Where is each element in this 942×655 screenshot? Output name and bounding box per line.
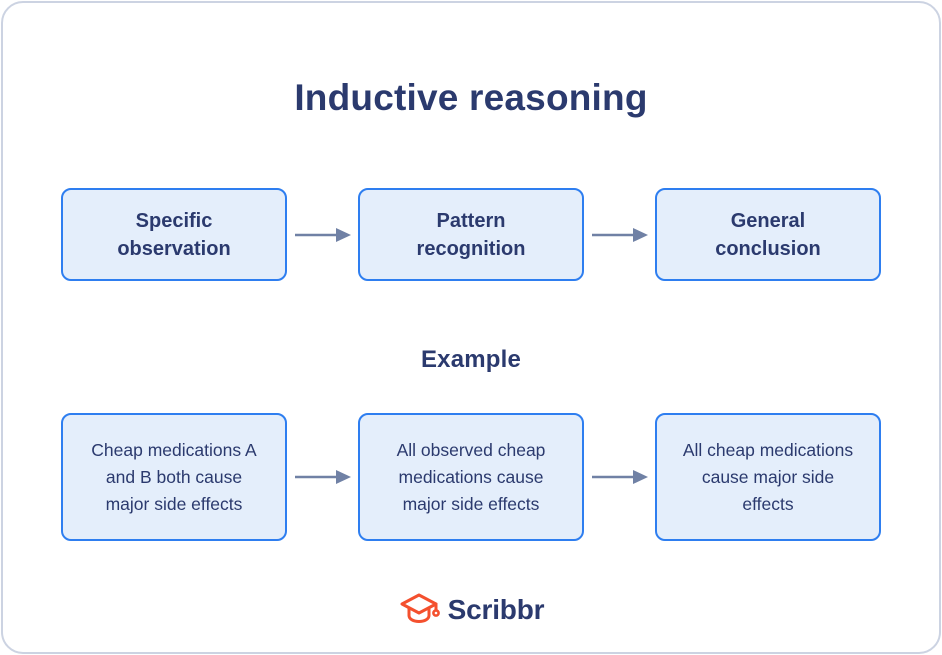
flow-step-pattern-recognition: Pattern recognition <box>358 188 584 281</box>
brand-name: Scribbr <box>447 594 545 625</box>
flow-step-label: Specific observation <box>117 209 231 260</box>
flow-step-label: Pattern recognition <box>416 209 526 260</box>
example-flow-row: Cheap medications A and B both cause maj… <box>3 413 939 541</box>
arrow-right-icon <box>287 226 358 244</box>
graduation-cap-icon <box>400 593 440 624</box>
arrow-right-icon <box>287 468 358 486</box>
flow-step-label: General conclusion <box>715 209 821 260</box>
example-step-label: All cheap medications cause major side e… <box>682 439 854 514</box>
example-heading: Example <box>420 346 522 373</box>
arrow-right-icon <box>584 226 655 244</box>
example-step-conclusion: All cheap medications cause major side e… <box>655 413 881 541</box>
flow-step-general-conclusion: General conclusion <box>655 188 881 281</box>
flow-step-specific-observation: Specific observation <box>61 188 287 281</box>
example-step-pattern: All observed cheap medications cause maj… <box>358 413 584 541</box>
process-flow-row: Specific observation Pattern recognition… <box>3 188 939 281</box>
example-step-label: Cheap medications A and B both cause maj… <box>91 439 257 514</box>
brand-logo: Scribbr <box>3 591 939 629</box>
arrow-right-icon <box>584 468 655 486</box>
page-title: Inductive reasoning <box>294 77 648 118</box>
example-step-label: All observed cheap medications cause maj… <box>396 439 546 514</box>
example-step-observation: Cheap medications A and B both cause maj… <box>61 413 287 541</box>
